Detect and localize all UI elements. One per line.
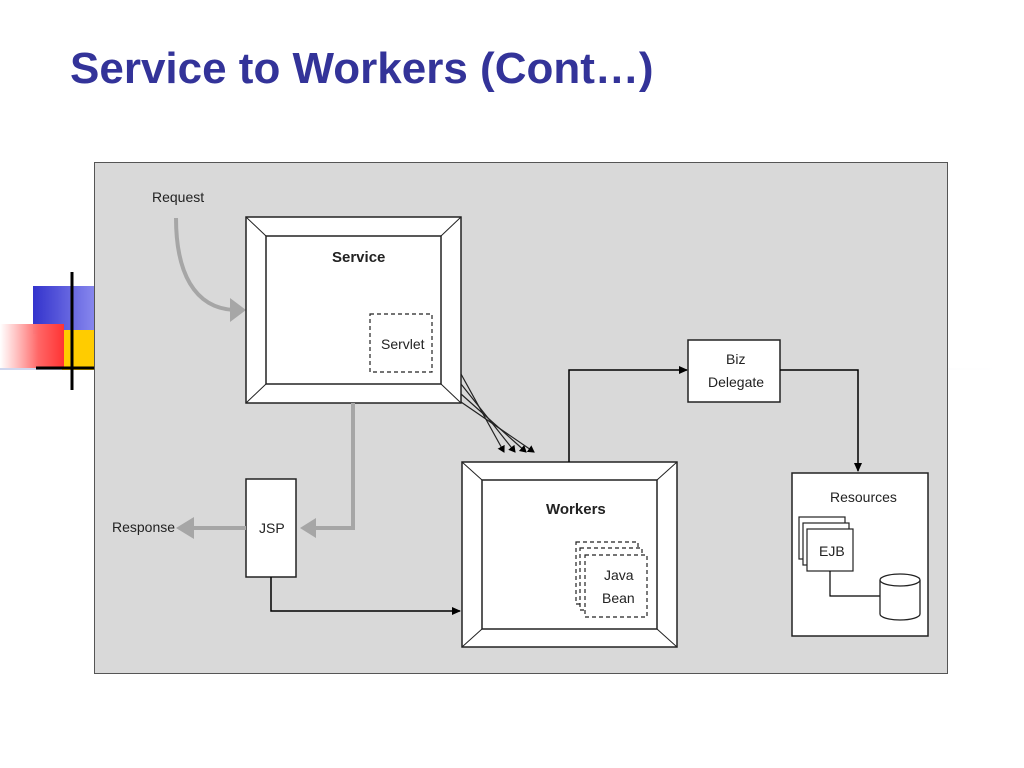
diagram-canvas: Request Service Servlet JSP [94,162,948,674]
request-label: Request [152,189,204,205]
servlet-label: Servlet [381,336,425,352]
decorative-squares-logo [0,272,98,390]
workers-to-biz-arrow [568,366,688,462]
slide-title: Service to Workers (Cont…) [70,44,654,93]
service-to-workers-arrows [460,373,535,453]
jsp-label: JSP [259,520,285,536]
response-label: Response [112,519,175,535]
biz-label-line2: Delegate [708,374,764,390]
service-box [245,216,462,404]
ejb-to-database-line [829,571,880,597]
javabean-label-line2: Bean [602,590,635,606]
service-to-jsp-arrowhead [300,518,316,538]
service-to-workers-diagram: Request Service Servlet JSP [94,162,948,674]
jsp-to-workers-arrow [270,577,461,615]
request-arrow [174,217,235,312]
response-arrowhead [176,517,194,539]
ejb-label: EJB [819,543,845,559]
resources-label: Resources [830,489,897,505]
request-arrowhead [230,298,246,322]
biz-to-resources-arrow [780,369,862,472]
ejb-stack [798,516,854,572]
servlet-box [369,313,433,373]
service-to-jsp-arrow [309,403,355,530]
database-icon [879,573,921,621]
biz-label-line1: Biz [726,351,745,367]
service-label: Service [332,249,385,266]
javabean-label-line1: Java [604,567,634,583]
workers-label: Workers [546,501,606,518]
javabean-stack [575,541,648,618]
biz-delegate-box [687,339,781,403]
